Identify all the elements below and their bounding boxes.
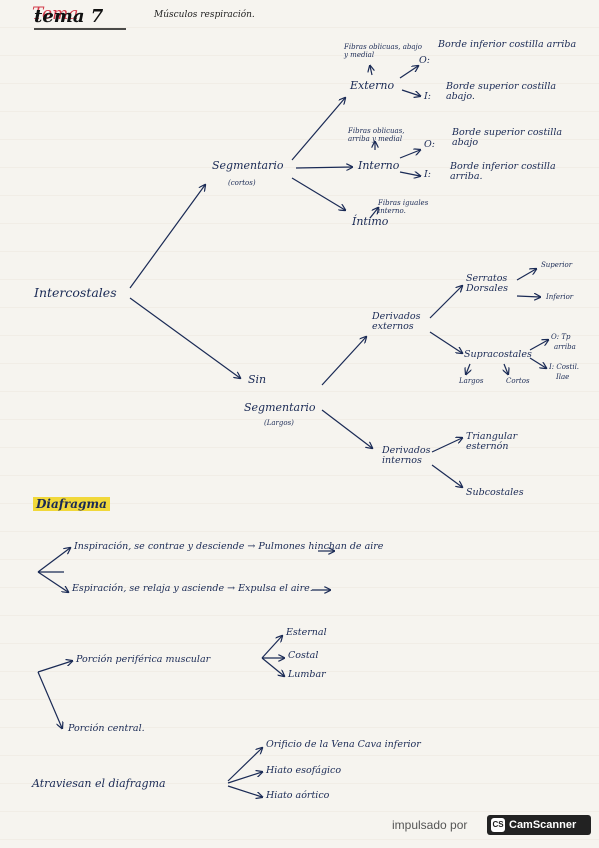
hiato-esofagico: Hiato esofágico <box>266 765 342 776</box>
page-title: tema 7 <box>34 6 104 27</box>
periferica-esternal: Esternal <box>286 627 327 638</box>
supracostales-origin: O: Tp <box>551 333 571 341</box>
externo-origin-text: Borde inferior costilla arriba <box>438 39 577 50</box>
supracostales-largos: Largos <box>459 377 484 385</box>
triangular-label: Triangular esternón <box>466 431 518 453</box>
subcostales-label: Subcostales <box>466 487 524 498</box>
sin-note: (Largos) <box>264 419 294 427</box>
derivados-externos-label: Derivados externos <box>372 311 421 333</box>
hiato-aortico: Hiato aórtico <box>266 790 330 801</box>
interno-label: Interno <box>358 159 400 172</box>
interno-note: Fibras oblicuas, arriba y medial <box>348 127 405 143</box>
supracostales-insertion: I: Costil. <box>549 363 580 371</box>
sin-segmentario-label: Segmentario <box>244 401 316 414</box>
supracostales-label: Supracostales <box>464 349 532 360</box>
struck-title: Tema <box>32 4 79 24</box>
interno-origin-text: Borde superior costilla abajo <box>452 127 563 149</box>
externo-insertion-key: I: <box>424 91 431 102</box>
supracostales-insertion-sub: Ilae <box>556 373 570 381</box>
intimo-note: Fibras iguales interno. <box>378 199 429 215</box>
interno-insertion-text: Borde inferior costilla arriba. <box>450 161 556 183</box>
sin-label: Sin <box>248 373 267 386</box>
supracostales-origin-sub: arriba <box>554 343 576 351</box>
periferica-costal: Costal <box>288 650 319 661</box>
serratos-inferior: Inferior <box>546 293 574 301</box>
serratos-label: Serratos Dorsales <box>466 273 508 295</box>
periferica-lumbar: Lumbar <box>288 669 326 680</box>
camscanner-icon: CS <box>491 818 505 832</box>
derivados-internos-label: Derivados internos <box>382 445 431 467</box>
interno-insertion-key: I: <box>424 169 431 180</box>
intercostales-root: Intercostales <box>34 285 117 300</box>
atraviesan-label: Atraviesan el diafragma <box>32 777 166 790</box>
segmentario-label: Segmentario <box>212 159 284 172</box>
porcion-periferica: Porción periférica muscular <box>76 654 211 665</box>
page-subtitle: Músculos respiración. <box>154 10 255 20</box>
serratos-superior: Superior <box>541 261 573 269</box>
externo-label: Externo <box>350 79 395 92</box>
camscanner-logo: CS CamScanner <box>487 815 591 835</box>
intimo-label: Íntimo <box>352 215 389 228</box>
externo-origin-key: O: <box>419 55 430 66</box>
externo-insertion-text: Borde superior costilla abajo. <box>446 81 557 103</box>
impulsado-text: impulsado por <box>392 818 468 832</box>
externo-note: Fibras oblicuas, abajo y medial <box>344 43 422 59</box>
orificio-vena-cava: Orificio de la Vena Cava inferior <box>266 739 421 750</box>
porcion-central: Porción central. <box>68 723 145 734</box>
interno-origin-key: O: <box>424 139 435 150</box>
camscanner-brand: CamScanner <box>509 819 577 831</box>
supracostales-cortos: Cortos <box>506 377 530 385</box>
segmentario-note: (cortos) <box>228 179 256 187</box>
diafragma-heading: Diafragma <box>33 497 110 511</box>
espiracion-line: Espiración, se relaja y asciende → Expul… <box>72 583 313 594</box>
inspiracion-line: Inspiración, se contrae y desciende → Pu… <box>74 541 384 552</box>
